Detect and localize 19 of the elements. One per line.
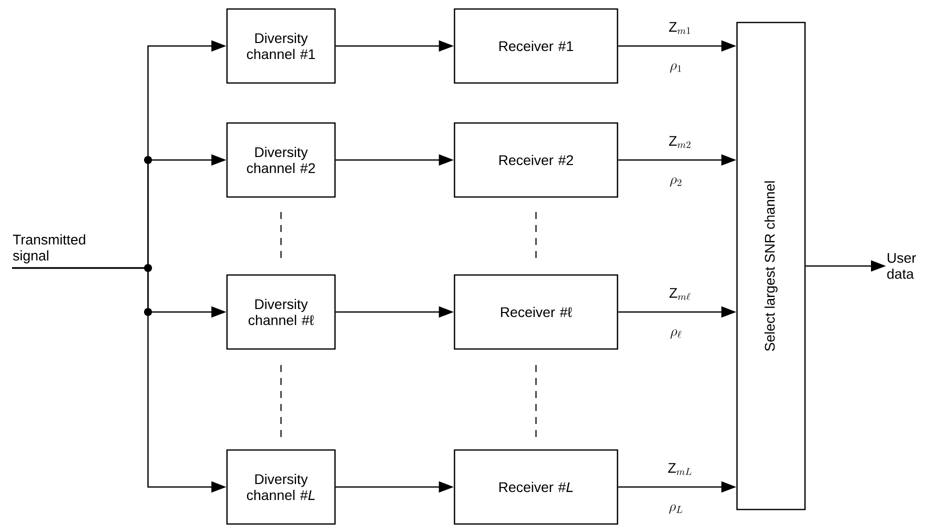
signal-label: $\rho_{2}$ bbox=[670, 177, 682, 187]
edge-label: $\mathrm{Z}_{m2}$ bbox=[669, 136, 690, 148]
selector-box: Select largest SNR channel bbox=[736, 22, 806, 510]
edge-label: $\mathrm{Z}_{mL}$ bbox=[668, 463, 692, 475]
text-label: Transmitted signal bbox=[12, 234, 86, 264]
receiver-box: Receiver #ℓ bbox=[454, 274, 618, 350]
signal-label: $\rho_{1}$ bbox=[670, 63, 682, 73]
channel-box: Diversity channel #1 bbox=[226, 8, 336, 84]
edge-label: $\mathrm{Z}_{m\ell}$ bbox=[669, 288, 690, 300]
signal-label: $\rho_{L}$ bbox=[669, 504, 682, 514]
receiver-box: Receiver #2 bbox=[454, 122, 618, 198]
signal-label: $\rho_{\ell}$ bbox=[670, 329, 682, 339]
channel-box: Diversity channel #ℓ bbox=[226, 274, 336, 350]
receiver-box: Receiver #L bbox=[454, 449, 618, 525]
channel-box: Diversity channel #L bbox=[226, 449, 336, 525]
edge-label: $\mathrm{Z}_{m1}$ bbox=[669, 22, 690, 34]
channel-box: Diversity channel #2 bbox=[226, 122, 336, 198]
receiver-box: Receiver #1 bbox=[454, 8, 618, 84]
text-label: User data bbox=[887, 253, 916, 279]
